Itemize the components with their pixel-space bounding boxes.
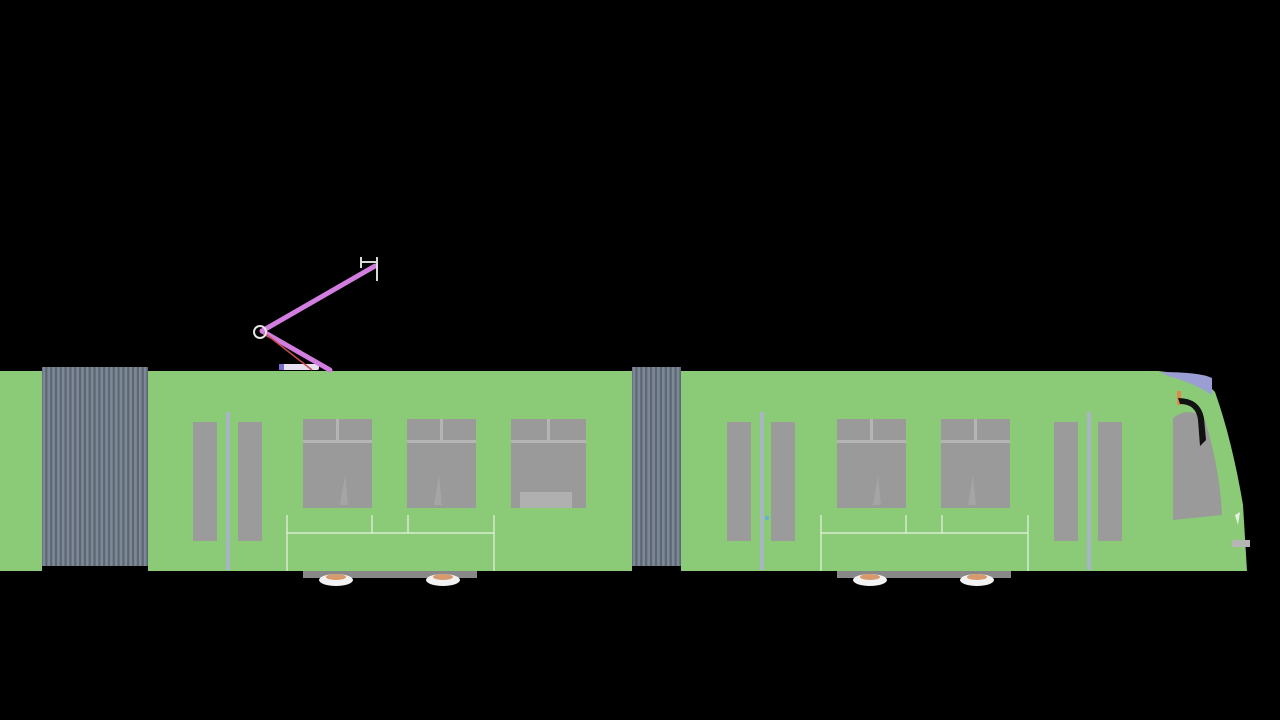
bellows-fold bbox=[124, 367, 128, 566]
bellows-fold bbox=[66, 367, 70, 566]
bellows-fold bbox=[666, 367, 670, 566]
door-panel-left bbox=[193, 422, 217, 541]
bogie-frame bbox=[303, 571, 477, 578]
window bbox=[511, 419, 586, 508]
bellows-fold bbox=[71, 367, 75, 566]
windshield bbox=[1173, 411, 1222, 520]
car-body bbox=[0, 371, 42, 571]
window bbox=[941, 419, 1010, 508]
door-panel-left bbox=[1054, 422, 1078, 541]
bellows-fold bbox=[662, 367, 665, 566]
door-panel-right bbox=[1098, 422, 1122, 541]
bellows-fold bbox=[110, 367, 113, 566]
bellows-fold bbox=[114, 367, 118, 566]
bellows-fold bbox=[637, 367, 641, 566]
bellows-fold bbox=[632, 367, 636, 566]
bellows-fold bbox=[47, 367, 51, 566]
bellows-fold bbox=[61, 367, 65, 566]
bellows-fold bbox=[676, 367, 680, 566]
bellows-fold bbox=[129, 367, 132, 566]
seat-silhouette bbox=[968, 475, 976, 505]
roof-cap bbox=[1160, 372, 1212, 395]
articulation-bellows-front bbox=[42, 367, 148, 566]
bellows-fold bbox=[95, 367, 99, 566]
door-pair bbox=[727, 412, 795, 570]
interior-railing bbox=[286, 515, 495, 571]
wheel-icon bbox=[426, 574, 460, 586]
bellows-fold bbox=[81, 367, 84, 566]
mirror-icon bbox=[1178, 398, 1206, 446]
bellows-fold bbox=[76, 367, 79, 566]
wheel-icon bbox=[853, 574, 887, 586]
door-panel-left bbox=[727, 422, 751, 541]
window-transom bbox=[303, 440, 372, 443]
window-mullion bbox=[547, 419, 550, 441]
tram-car-middle bbox=[148, 257, 632, 586]
window-transom bbox=[941, 440, 1010, 443]
door-panel-right bbox=[238, 422, 262, 541]
window-mullion bbox=[870, 419, 873, 441]
window-mullion bbox=[336, 419, 339, 441]
seat-silhouette bbox=[340, 475, 348, 505]
bellows-fold bbox=[90, 367, 94, 566]
articulation-bellows-rear bbox=[632, 367, 681, 566]
bellows-fold bbox=[42, 367, 46, 566]
door-button bbox=[765, 516, 769, 520]
bellows-fold bbox=[138, 367, 142, 566]
tram-car-left bbox=[0, 371, 42, 571]
pantograph-base bbox=[279, 364, 319, 370]
wheel-icon bbox=[960, 574, 994, 586]
bellows-fold bbox=[119, 367, 123, 566]
pantograph-head bbox=[360, 257, 378, 281]
window-mullion bbox=[440, 419, 443, 441]
bellows-fold bbox=[85, 367, 89, 566]
bellows-fold bbox=[143, 367, 147, 566]
window-transom bbox=[511, 440, 586, 443]
pantograph-hinge bbox=[253, 325, 267, 339]
bellows-fold bbox=[100, 367, 104, 566]
window-transom bbox=[407, 440, 476, 443]
door-rail bbox=[226, 412, 230, 570]
interior-bench bbox=[520, 492, 572, 508]
pantograph-icon bbox=[253, 257, 378, 373]
window-mullion bbox=[974, 419, 977, 441]
seat-silhouette bbox=[434, 475, 442, 505]
window bbox=[407, 419, 476, 508]
door-panel-right bbox=[771, 422, 795, 541]
pantograph-upper-arm bbox=[259, 263, 378, 334]
pantograph-lower-arm bbox=[259, 328, 333, 373]
bellows-fold bbox=[134, 367, 137, 566]
pantograph-link bbox=[261, 330, 313, 371]
seat-silhouette bbox=[873, 475, 881, 505]
bogie-frame bbox=[837, 571, 1011, 578]
bellows-fold bbox=[57, 367, 60, 566]
wheel-icon bbox=[319, 574, 353, 586]
door-pair bbox=[1054, 412, 1122, 570]
headlight-frame bbox=[1177, 391, 1181, 405]
window bbox=[303, 419, 372, 508]
front-bumper bbox=[1232, 540, 1250, 547]
front-emblem bbox=[1235, 512, 1240, 525]
bellows-fold bbox=[657, 367, 660, 566]
window bbox=[837, 419, 906, 508]
window-transom bbox=[837, 440, 906, 443]
door-rail bbox=[1087, 412, 1091, 570]
tram-car-front bbox=[681, 371, 1250, 586]
door-pair bbox=[193, 412, 262, 570]
bellows-fold bbox=[105, 367, 108, 566]
bellows-fold bbox=[652, 367, 655, 566]
interior-railing bbox=[820, 515, 1029, 571]
bellows-fold bbox=[647, 367, 650, 566]
bellows-fold bbox=[52, 367, 55, 566]
door-rail bbox=[760, 412, 764, 570]
bellows-fold bbox=[642, 367, 646, 566]
bellows-fold bbox=[671, 367, 675, 566]
